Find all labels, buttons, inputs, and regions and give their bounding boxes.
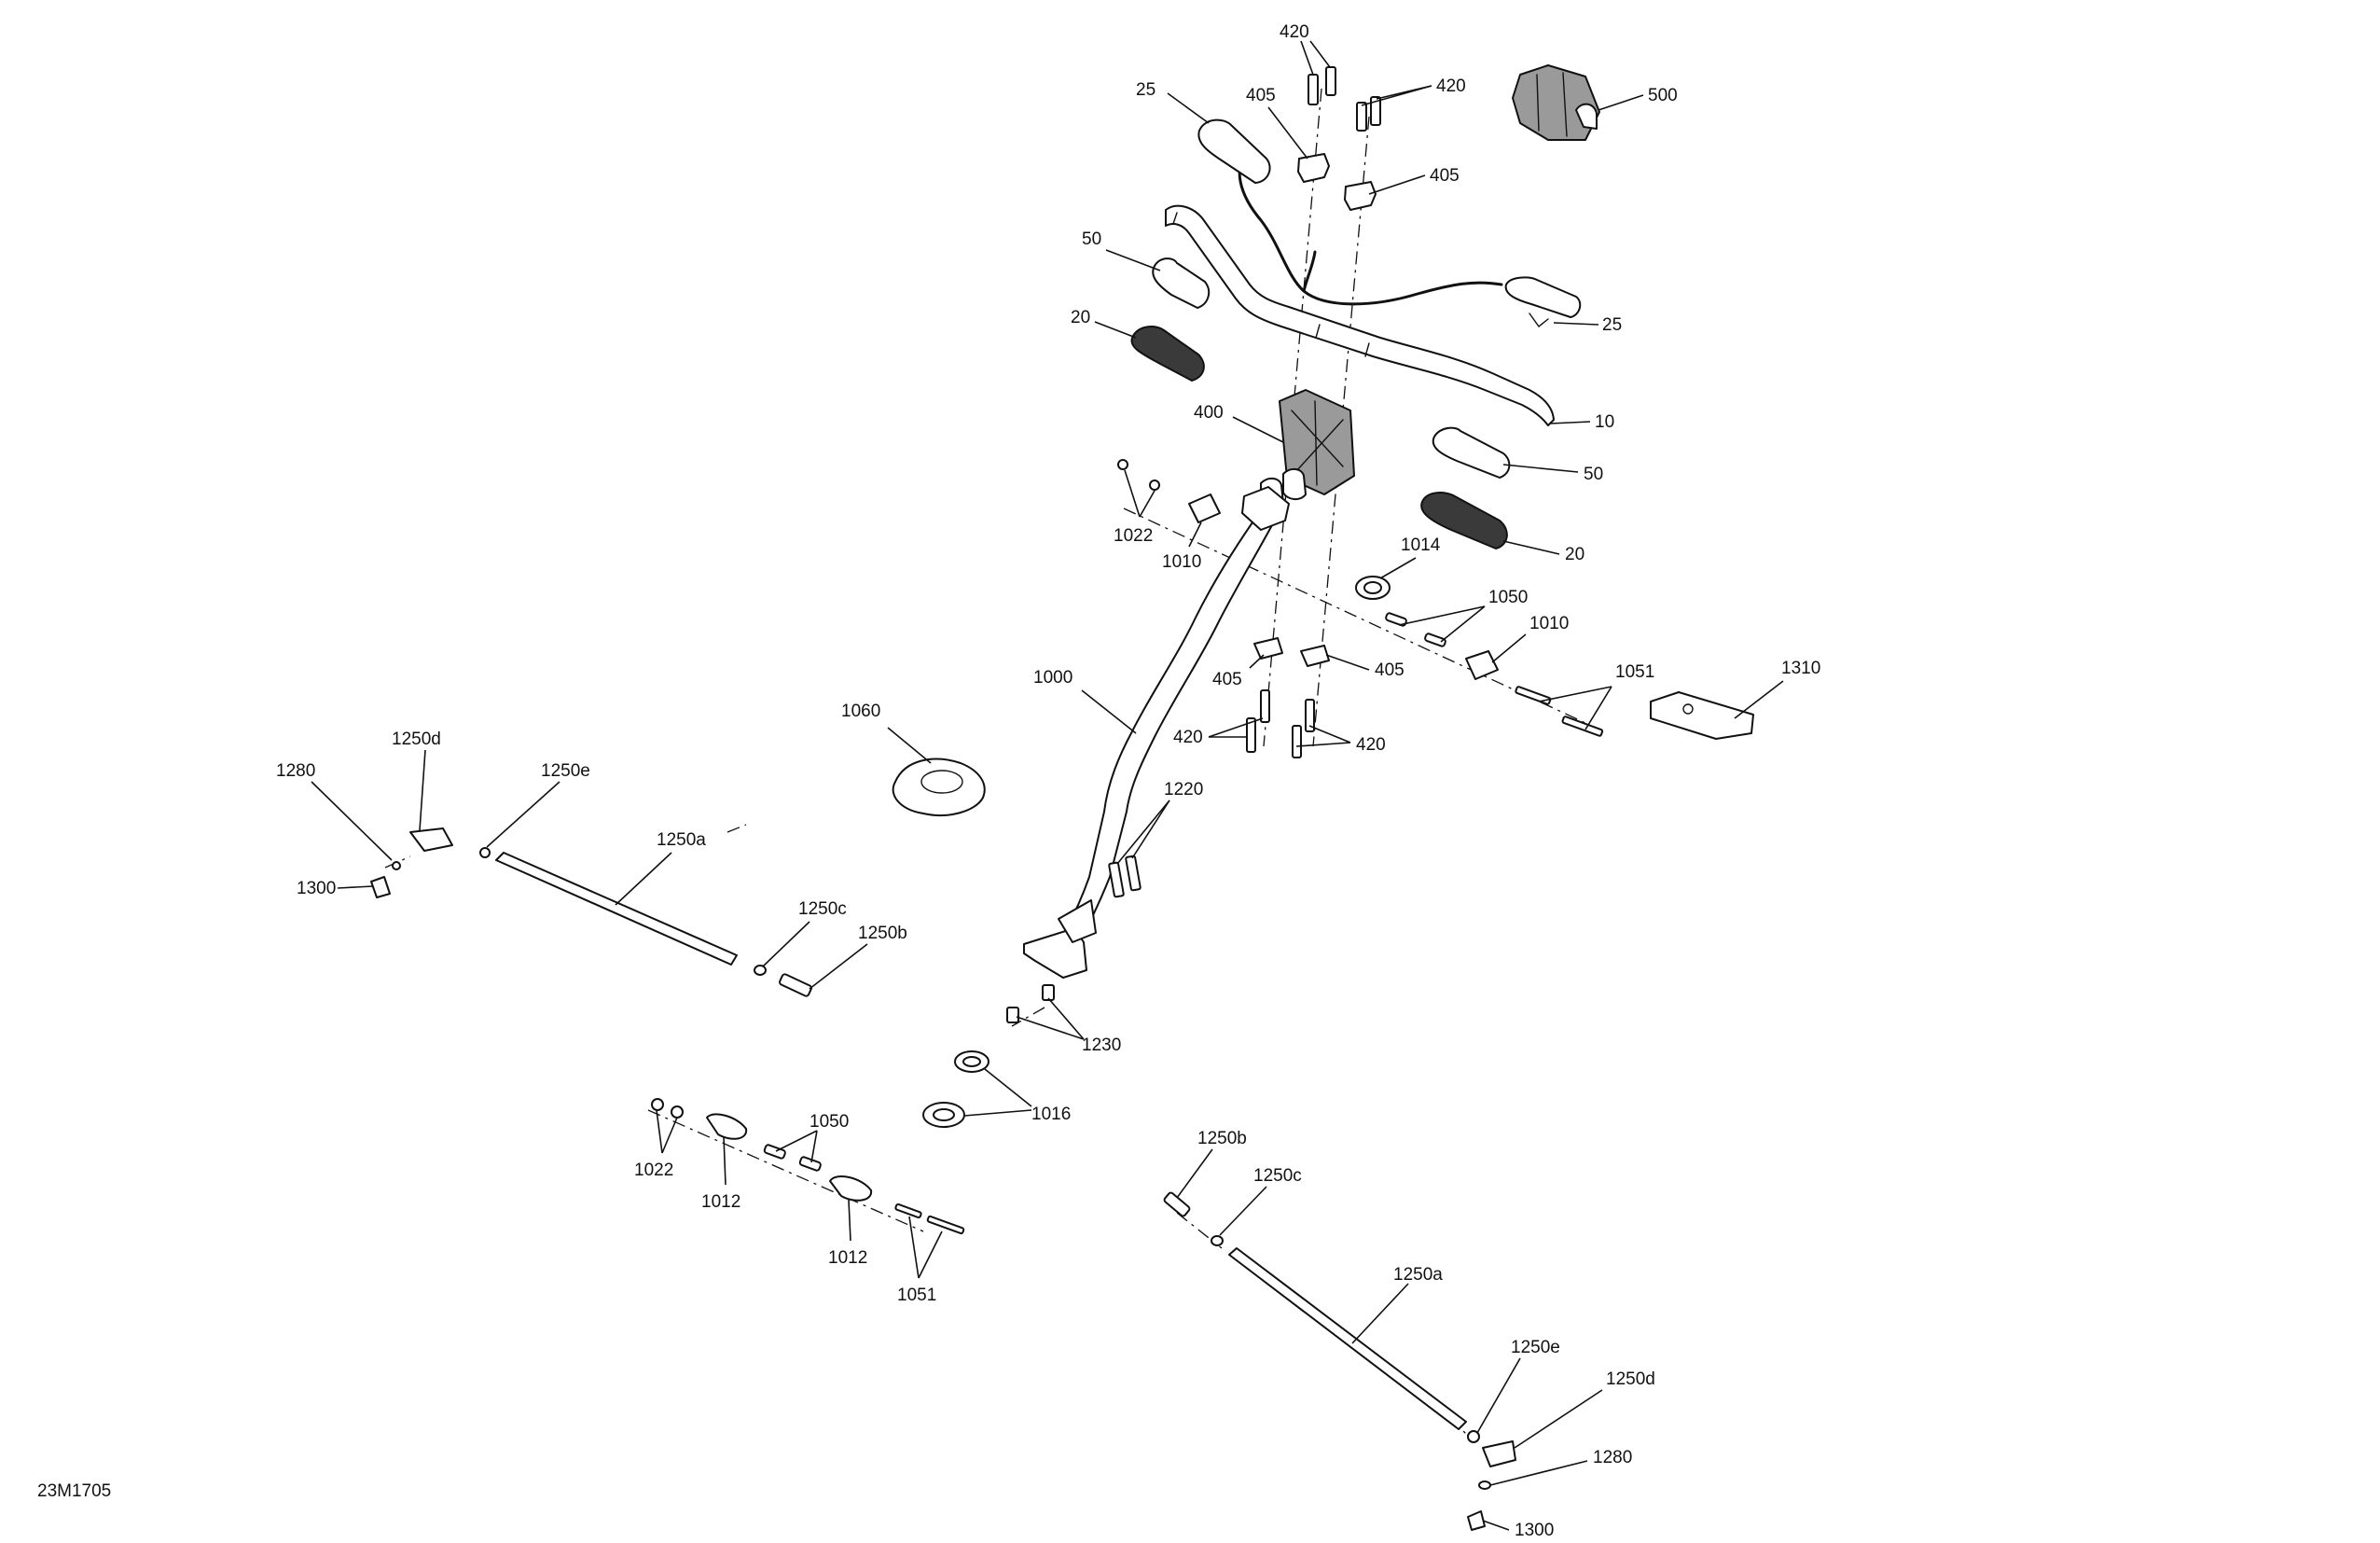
callout-1220: 1220 — [1164, 780, 1203, 799]
callout-1250b-left: 1250b — [858, 924, 907, 943]
callout-1250e-left: 1250e — [541, 761, 590, 781]
pivot-pins — [1006, 984, 1055, 1023]
callout-405-bottom-right: 405 — [1375, 660, 1404, 680]
callout-1060: 1060 — [841, 702, 880, 721]
callout-1010-left: 1010 — [1162, 552, 1201, 572]
callout-1051-top: 1051 — [1615, 662, 1654, 682]
callout-1050-top: 1050 — [1488, 588, 1528, 607]
callout-1310: 1310 — [1781, 659, 1820, 678]
callout-20-right: 20 — [1565, 545, 1584, 564]
sleeves-top — [1385, 612, 1446, 647]
callout-1250a-left: 1250a — [657, 830, 706, 850]
callout-1022-top: 1022 — [1114, 526, 1153, 546]
callout-1010-right: 1010 — [1529, 614, 1569, 633]
bolts-top — [1308, 66, 1381, 132]
callout-400: 400 — [1194, 403, 1224, 423]
upper-clamp-right — [1465, 650, 1499, 680]
callout-25-right: 25 — [1602, 315, 1622, 335]
callout-1050-bottom: 1050 — [809, 1112, 849, 1132]
callout-420-top-right: 420 — [1436, 76, 1466, 96]
callout-labels: 420 420 25 405 405 500 50 25 20 10 400 5… — [37, 22, 1820, 1540]
callout-1250e-right: 1250e — [1511, 1338, 1560, 1357]
callout-1250c-right: 1250c — [1253, 1166, 1302, 1186]
callout-1016: 1016 — [1031, 1105, 1071, 1124]
bushing — [1355, 576, 1391, 600]
tie-rod-right — [1163, 1191, 1516, 1531]
callout-10: 10 — [1595, 412, 1614, 432]
callout-1300-right: 1300 — [1515, 1521, 1554, 1540]
callout-25-top: 25 — [1136, 80, 1155, 100]
callout-1250d-right: 1250d — [1606, 1369, 1655, 1389]
callout-50-left: 50 — [1082, 229, 1101, 249]
callout-20-left: 20 — [1071, 308, 1090, 327]
callout-1051-bottom: 1051 — [897, 1286, 936, 1305]
riser-block — [1260, 389, 1355, 509]
clamp-top — [1297, 153, 1377, 211]
callout-1230: 1230 — [1082, 1036, 1121, 1055]
bearing-upper — [954, 1050, 989, 1073]
callout-405-top-right: 405 — [1430, 166, 1460, 186]
callout-1012-a: 1012 — [701, 1192, 740, 1212]
callout-420-top: 420 — [1280, 22, 1309, 42]
diagram-code: 23M1705 — [37, 1481, 111, 1501]
callout-1280-left: 1280 — [276, 761, 315, 781]
nuts-top — [1117, 459, 1160, 491]
cover — [892, 758, 986, 817]
column-bolts — [1108, 855, 1142, 898]
callout-405-bottom-left: 405 — [1212, 670, 1242, 689]
callout-1300-left: 1300 — [297, 879, 336, 898]
callout-1000: 1000 — [1033, 668, 1072, 688]
clamp-bottom — [1253, 637, 1330, 667]
bolts-bottom — [1246, 689, 1315, 758]
heated-grip-right — [1420, 492, 1508, 549]
callout-420-bottom-right: 420 — [1356, 735, 1386, 755]
steering-column — [1023, 486, 1290, 979]
bolts-1051-top — [1515, 686, 1604, 737]
callout-50-right: 50 — [1584, 465, 1603, 484]
callout-1012-b: 1012 — [828, 1248, 867, 1268]
callout-500: 500 — [1648, 86, 1678, 105]
callout-420-bottom-left: 420 — [1173, 728, 1203, 747]
bearing-lower — [922, 1102, 965, 1128]
callout-1250b-right: 1250b — [1197, 1129, 1247, 1148]
callout-1250a-right: 1250a — [1393, 1265, 1443, 1285]
leader-lines — [311, 40, 1784, 1531]
handlebar — [1165, 204, 1555, 426]
callout-1250c-left: 1250c — [798, 899, 847, 919]
grip-left — [1152, 257, 1211, 309]
callout-1280-right: 1280 — [1593, 1448, 1632, 1467]
callout-1022-bottom: 1022 — [634, 1161, 673, 1180]
callout-1014: 1014 — [1401, 535, 1441, 555]
grip-right — [1432, 426, 1511, 479]
callout-1250d-left: 1250d — [392, 730, 441, 749]
plate — [1650, 691, 1754, 740]
grip-heater-cable — [1197, 118, 1582, 328]
tie-rod-left — [370, 827, 812, 997]
heated-grip-left — [1130, 326, 1205, 382]
hand-guard — [1512, 64, 1600, 141]
lower-clamp-parts — [651, 1098, 965, 1235]
callout-405-top: 405 — [1246, 86, 1276, 105]
upper-clamp-left — [1188, 493, 1221, 523]
